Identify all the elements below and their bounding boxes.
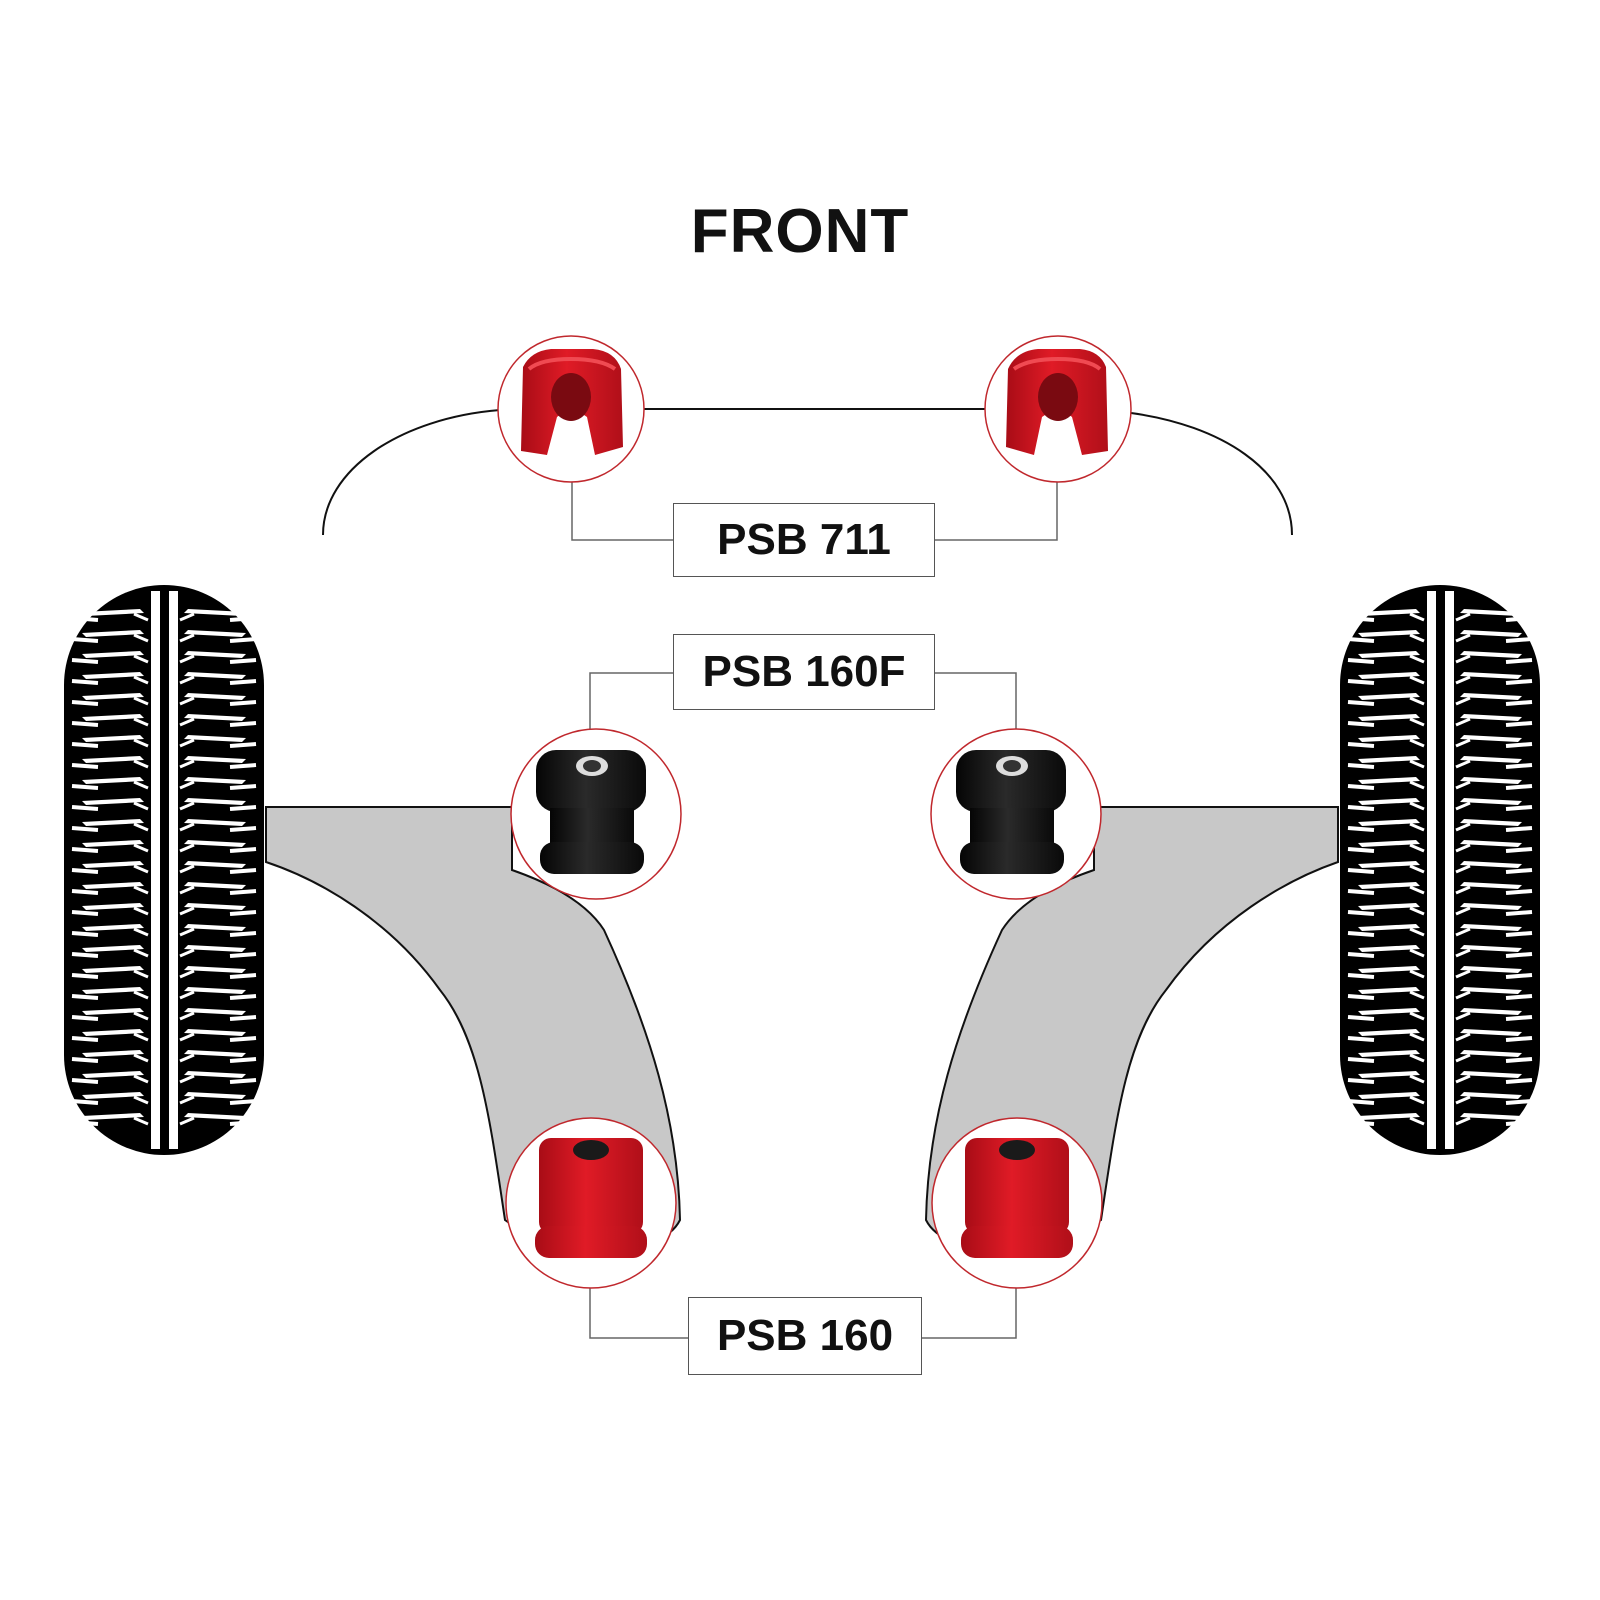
bush-photo-icon [1006,349,1108,455]
bush-photo-icon [535,1138,647,1258]
page-title: FRONT [690,197,910,266]
part-label-rear-arm-bush: PSB 160 [688,1297,922,1375]
bush-photo-icon [956,750,1066,874]
part-label-front-arm-bush: PSB 160F [673,634,935,710]
anti-roll-bar-icon [322,408,1293,536]
connector-lines [571,482,1058,1339]
bush-photo-icon [961,1138,1073,1258]
bush-photo-icon [521,349,623,455]
part-label-anti-roll-bar-bush: PSB 711 [673,503,935,577]
bush-photo-icon [536,750,646,874]
control-arm-icon [265,806,1339,1251]
